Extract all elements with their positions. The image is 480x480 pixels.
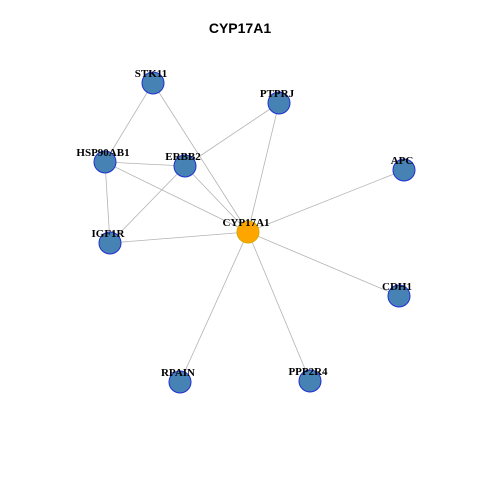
node-ppp2r4 bbox=[298, 369, 322, 393]
node-igf1r bbox=[98, 231, 122, 255]
node-cyp17a1 bbox=[236, 220, 260, 244]
node-label-igf1r: IGF1R bbox=[92, 228, 126, 240]
edge-ptprj-erbb2 bbox=[184, 102, 280, 167]
node-label-rpain: RPAIN bbox=[161, 367, 195, 379]
node-stk11 bbox=[141, 71, 165, 95]
edge-hsp90ab1-igf1r bbox=[104, 161, 111, 244]
edge-apc-cyp17a1 bbox=[247, 169, 405, 233]
edge-stk11-cyp17a1 bbox=[152, 82, 249, 233]
edge-erbb2-igf1r bbox=[109, 165, 186, 244]
node-label-ptprj: PTPRJ bbox=[260, 88, 295, 100]
node-label-hsp90ab1: HSP90AB1 bbox=[76, 147, 129, 159]
edge-cdh1-cyp17a1 bbox=[247, 231, 400, 297]
node-label-erbb2: ERBB2 bbox=[165, 151, 201, 163]
edge-hsp90ab1-cyp17a1 bbox=[104, 161, 249, 233]
node-hsp90ab1 bbox=[93, 150, 117, 174]
edge-rpain-cyp17a1 bbox=[179, 231, 249, 383]
node-layer bbox=[93, 71, 416, 394]
edge-layer bbox=[104, 82, 405, 383]
edge-erbb2-cyp17a1 bbox=[184, 165, 249, 233]
edge-ppp2r4-cyp17a1 bbox=[247, 231, 311, 382]
edge-stk11-hsp90ab1 bbox=[104, 82, 154, 163]
node-ptprj bbox=[267, 91, 291, 115]
chart-title: CYP17A1 bbox=[208, 20, 272, 36]
node-label-cyp17a1: CYP17A1 bbox=[222, 217, 269, 229]
node-cdh1 bbox=[387, 284, 411, 308]
node-label-stk11: STK11 bbox=[135, 68, 167, 80]
node-apc bbox=[392, 158, 416, 182]
node-rpain bbox=[168, 370, 192, 394]
node-label-ppp2r4: PPP2R4 bbox=[288, 366, 328, 378]
node-label-apc: APC bbox=[391, 155, 414, 167]
edge-igf1r-cyp17a1 bbox=[109, 231, 249, 244]
edge-ptprj-cyp17a1 bbox=[247, 102, 280, 233]
node-label-cdh1: CDH1 bbox=[382, 281, 412, 293]
node-erbb2 bbox=[173, 154, 197, 178]
edge-hsp90ab1-erbb2 bbox=[104, 161, 186, 167]
